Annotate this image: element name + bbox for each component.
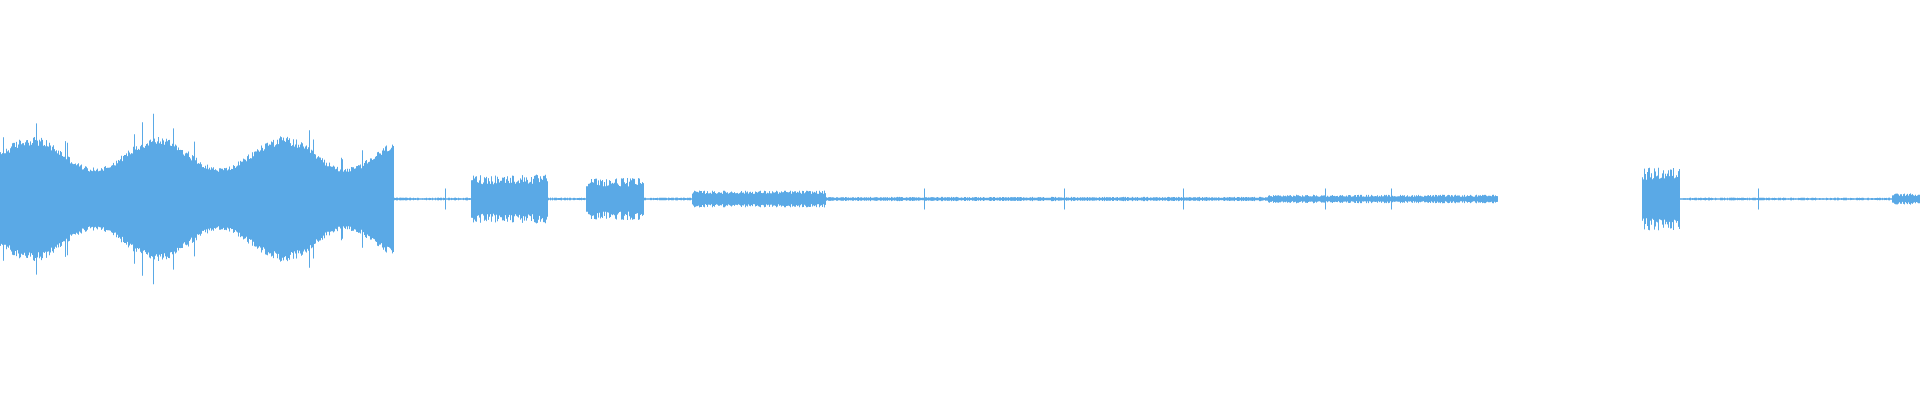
waveform-samples: [0, 113, 1920, 285]
